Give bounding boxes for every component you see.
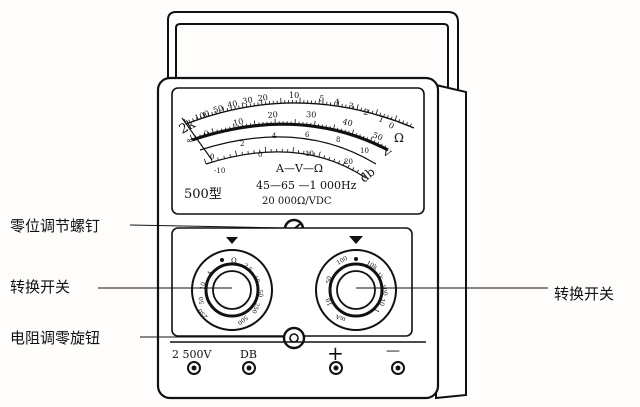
left-dial-50: 50 [256, 289, 264, 298]
right-dial-10: 10 [378, 298, 386, 307]
db-label-10: 10 [305, 150, 314, 158]
jack-negative[interactable] [392, 362, 404, 374]
left-dial-ohm: Ω [231, 257, 237, 265]
case-side [436, 85, 466, 398]
ac-dc-symbols: A—V—Ω [275, 162, 323, 175]
left-dial-dot [220, 258, 224, 262]
inner-label-2: 2 [240, 140, 244, 148]
ohm-zero-knob-center [290, 334, 298, 342]
label-zero-knob: 电阻调零旋钮 [10, 327, 100, 348]
jack-label-db: DB [240, 348, 257, 361]
right-dial-dot [354, 257, 358, 261]
ohm-tick [239, 106, 240, 109]
model-label: 500型 [184, 187, 222, 202]
v-label-30: 30 [306, 110, 317, 120]
inner-label-8: 8 [336, 136, 340, 144]
ohm-unit: Ω [394, 131, 404, 145]
jack-label-minus: — [386, 343, 400, 359]
inner-label-4: 4 [272, 132, 277, 140]
ohm-label-30: 30 [242, 95, 254, 106]
sensitivity-label: 20 000Ω/VDC [262, 196, 332, 207]
inf-mark: ∞ [186, 136, 193, 145]
db-label-20: 20 [344, 158, 353, 166]
ohm-label-20: 20 [257, 93, 268, 103]
v-tick [322, 125, 323, 128]
frequency-range: 45—65 —1 000Hz [256, 179, 357, 192]
left-dial-knob [213, 271, 251, 309]
label-switch-right: 转换开关 [554, 283, 614, 304]
jack-db[interactable] [243, 362, 255, 374]
left-dial-50b: 50 [198, 296, 206, 305]
right-dial-knob [337, 271, 375, 309]
ohm-label-5: 5 [319, 94, 325, 103]
inner-label-10: 10 [360, 147, 369, 155]
inner-label-6: 6 [305, 131, 310, 139]
label-switch-left: 转换开关 [10, 276, 70, 297]
label-zero-screw: 零位调节螺钉 [10, 215, 100, 236]
inner-label-0: 0 [210, 153, 214, 161]
db-label-neg10: -10 [214, 167, 225, 175]
ohm-tick [342, 104, 343, 107]
v-tick [326, 125, 327, 128]
ohm-tick [346, 105, 347, 108]
v-label-20: 20 [267, 110, 278, 120]
db-label-0: 0 [258, 151, 262, 159]
jack-2500v[interactable] [188, 362, 200, 374]
jack-label-2500v: 2 500V [172, 348, 212, 361]
left-dial-10b: 10 [199, 281, 207, 290]
ohm-label-10: 10 [289, 91, 299, 100]
right-dial-50: 50 [325, 275, 333, 284]
jack-positive[interactable] [330, 362, 342, 374]
